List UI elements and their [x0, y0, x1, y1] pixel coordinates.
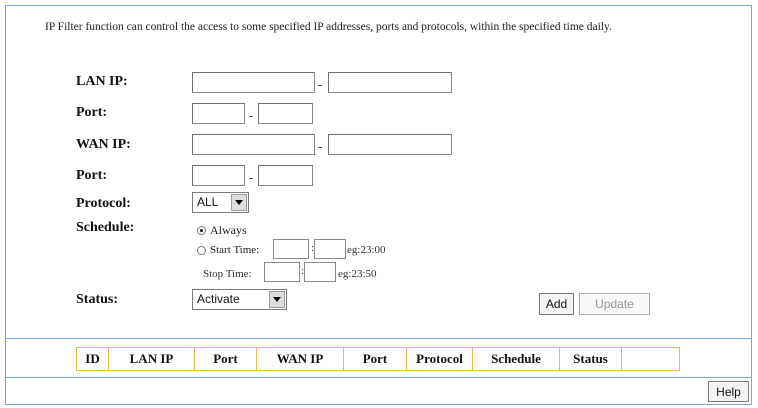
chevron-down-icon[interactable] — [269, 291, 285, 308]
col-lan-ip: LAN IP — [109, 348, 195, 370]
col-status: Status — [560, 348, 622, 370]
divider-top — [5, 338, 752, 339]
stop-time-hint: eg:23:50 — [338, 268, 377, 280]
protocol-label: Protocol: — [76, 196, 131, 211]
col-protocol: Protocol — [407, 348, 473, 370]
stop-time-label: Stop Time: — [203, 268, 252, 280]
status-selected-value: Activate — [197, 292, 240, 306]
wan-port-dash: - — [249, 170, 254, 185]
update-button[interactable]: Update — [579, 293, 650, 315]
wan-ip-label: WAN IP: — [76, 137, 131, 152]
wan-ip-end-input[interactable] — [328, 134, 452, 155]
status-select[interactable]: Activate — [192, 289, 287, 310]
divider-bottom — [5, 377, 752, 378]
intro-text: IP Filter function can control the acces… — [45, 21, 612, 33]
wan-ip-dash: - — [318, 139, 323, 154]
col-lan-port: Port — [195, 348, 257, 370]
schedule-start-option[interactable]: Start Time: — [197, 244, 259, 256]
col-action — [622, 348, 679, 370]
col-schedule: Schedule — [473, 348, 560, 370]
start-hour-input[interactable] — [273, 239, 309, 259]
start-time-radio[interactable] — [197, 245, 206, 255]
lan-ip-start-input[interactable] — [192, 72, 315, 93]
col-id: ID — [77, 348, 109, 370]
always-label: Always — [210, 223, 247, 237]
lan-ip-end-input[interactable] — [328, 72, 452, 93]
chevron-down-icon[interactable] — [231, 194, 247, 211]
always-radio[interactable] — [197, 226, 206, 235]
col-wan-ip: WAN IP — [257, 348, 344, 370]
schedule-label: Schedule: — [76, 220, 135, 235]
start-time-hint: eg:23:00 — [347, 244, 386, 256]
lan-port-label: Port: — [76, 105, 108, 120]
lan-port-end-input[interactable] — [258, 103, 313, 124]
wan-port-label: Port: — [76, 168, 108, 183]
schedule-always-option[interactable]: Always — [197, 223, 247, 238]
wan-port-end-input[interactable] — [258, 165, 313, 186]
col-wan-port: Port — [344, 348, 407, 370]
start-time-colon: : — [311, 242, 315, 254]
lan-ip-label: LAN IP: — [76, 74, 128, 89]
add-button[interactable]: Add — [539, 293, 574, 315]
protocol-select[interactable]: ALL — [192, 192, 249, 213]
stop-time-colon: : — [301, 265, 305, 277]
help-button[interactable]: Help — [708, 381, 749, 402]
stop-min-input[interactable] — [304, 262, 336, 282]
status-label: Status: — [76, 292, 119, 307]
lan-port-start-input[interactable] — [192, 103, 245, 124]
stop-hour-input[interactable] — [264, 262, 300, 282]
protocol-selected-value: ALL — [197, 195, 219, 209]
start-time-label: Start Time: — [210, 244, 260, 256]
start-min-input[interactable] — [314, 239, 346, 259]
wan-port-start-input[interactable] — [192, 165, 245, 186]
lan-ip-dash: - — [318, 77, 323, 92]
filter-table-header: ID LAN IP Port WAN IP Port Protocol Sche… — [76, 347, 680, 371]
wan-ip-start-input[interactable] — [192, 134, 315, 155]
lan-port-dash: - — [249, 108, 254, 123]
